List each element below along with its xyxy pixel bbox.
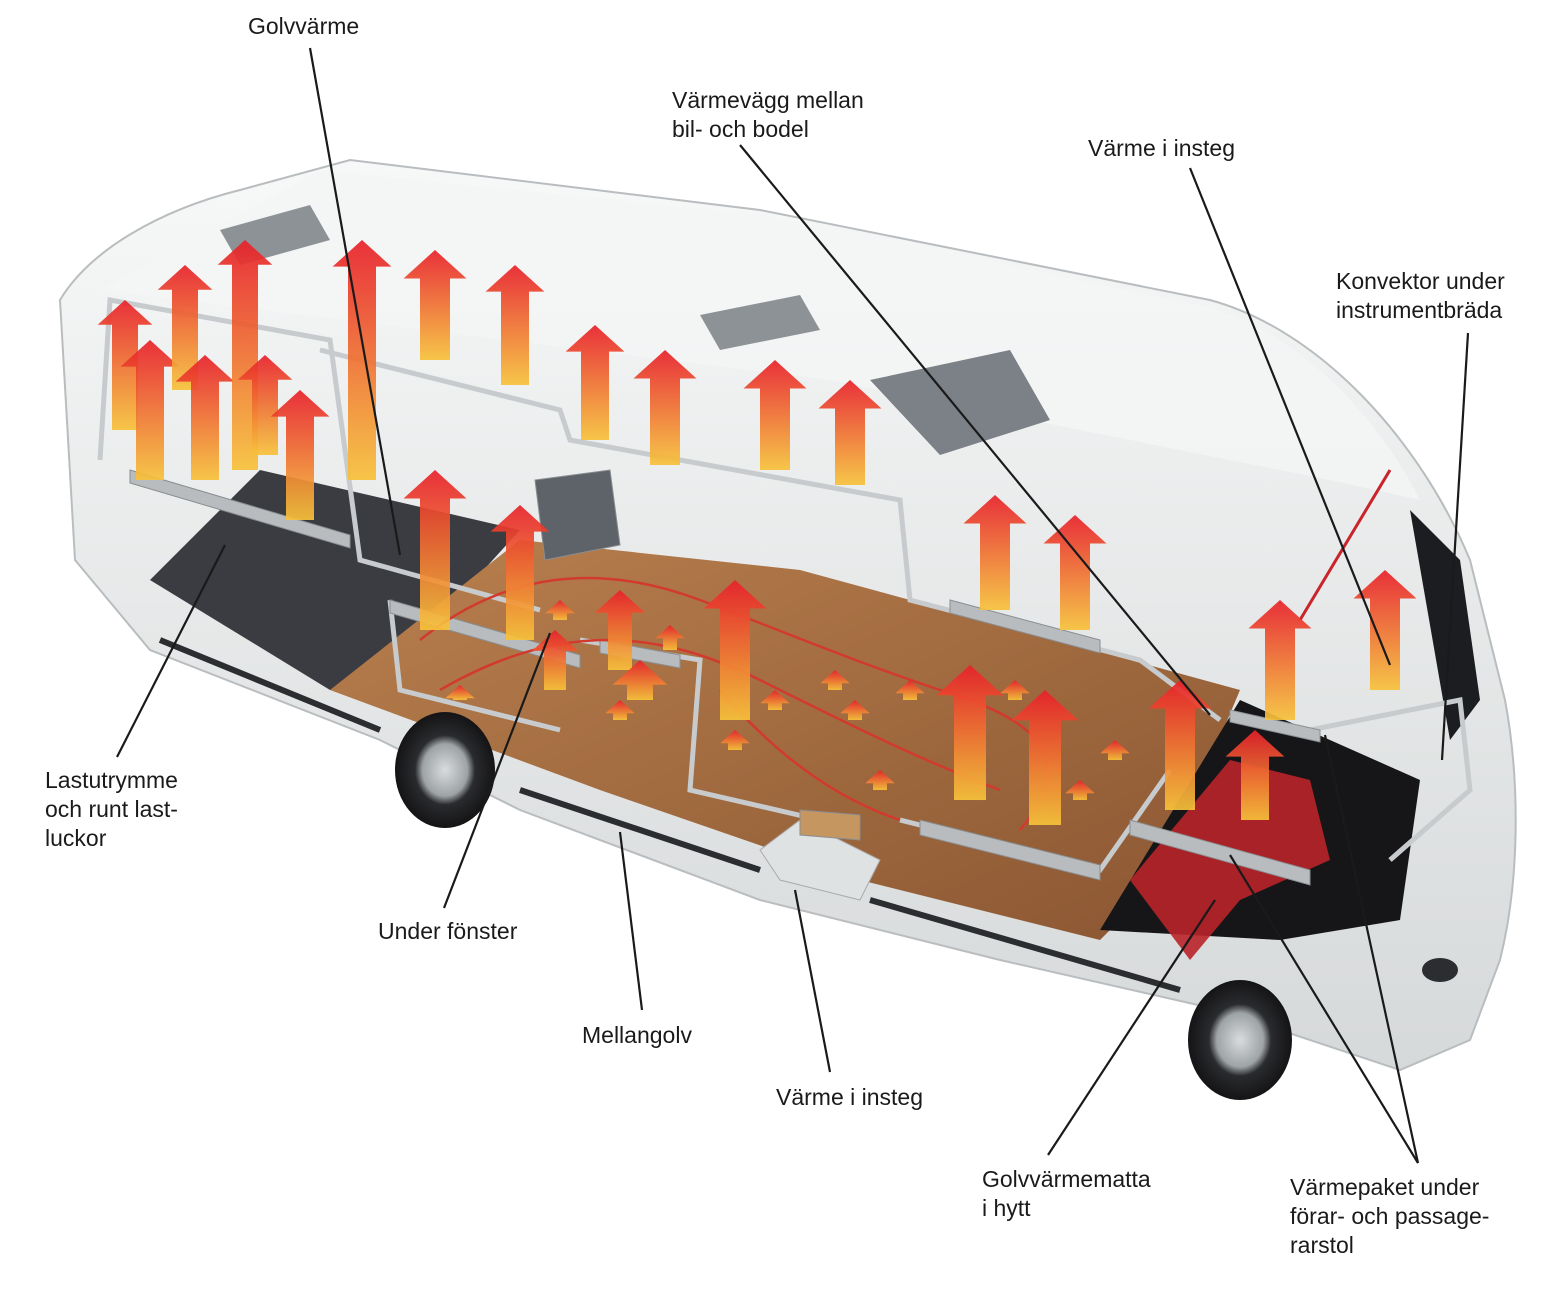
label-under-fonster: Under fönster <box>378 918 518 944</box>
label-lastutrymme: Lastutrymme och runt last- luckor <box>45 767 178 851</box>
heat-arrow-23 <box>936 665 1004 800</box>
heat-arrow-22 <box>1043 515 1107 630</box>
heat-arrow-16 <box>490 505 550 640</box>
windshield <box>1410 510 1480 740</box>
label-varmepaket: Värmepaket under förar- och passage- rar… <box>1290 1174 1490 1258</box>
heat-arrow-36 <box>840 700 870 720</box>
heat-arrow-27 <box>1225 730 1285 820</box>
heat-arrow-7 <box>270 390 330 520</box>
roof-hatch-middle <box>700 295 820 350</box>
label-golvvarme: Golvvärme <box>248 13 360 39</box>
heat-arrow-40 <box>1065 780 1095 800</box>
floor-outlet <box>799 809 861 841</box>
heat-arrow-25 <box>1148 680 1212 810</box>
leader-varmepaket-a <box>1229 854 1419 1164</box>
roof-hatch-front <box>870 350 1050 455</box>
heat-arrow-19 <box>612 660 668 700</box>
heat-arrow-2 <box>120 340 180 480</box>
leader-under-fonster <box>442 632 552 909</box>
heat-arrow-24 <box>1011 690 1079 825</box>
heat-arrow-21 <box>963 495 1027 610</box>
heat-arrow-12 <box>633 350 697 465</box>
step-well <box>759 819 881 901</box>
label-varmevagg: Värmevägg mellan bil- och bodel <box>672 87 864 142</box>
heat-arrow-41 <box>1100 740 1130 760</box>
heat-arrows <box>97 240 1417 825</box>
heat-arrow-17 <box>531 630 579 690</box>
heat-arrow-29 <box>445 685 475 700</box>
heat-arrow-4 <box>175 355 235 480</box>
leader-lastutrymme <box>116 544 226 758</box>
heat-arrow-33 <box>720 730 750 750</box>
heat-arrow-5 <box>217 240 273 470</box>
headlight <box>1422 958 1458 982</box>
heat-arrow-39 <box>1000 680 1030 700</box>
leader-varmepaket-b <box>1323 734 1420 1164</box>
heat-arrow-14 <box>818 380 882 485</box>
leader-golvvarmematta <box>1047 899 1216 1156</box>
heat-arrow-15 <box>403 470 467 630</box>
wheel-front <box>1188 980 1292 1100</box>
heat-arrow-30 <box>545 600 575 620</box>
heat-arrow-34 <box>760 690 790 710</box>
label-konvektor: Konvektor under instrumentbräda <box>1336 268 1505 323</box>
motorhome-body <box>58 158 1517 1072</box>
heat-arrow-13 <box>743 360 807 470</box>
wheel-rear <box>395 712 495 828</box>
heat-arrow-28 <box>1353 570 1417 690</box>
leader-mellangolv <box>618 831 644 1011</box>
leader-varme-i-insteg-top <box>1188 167 1392 666</box>
heat-arrow-37 <box>865 770 895 790</box>
heat-arrow-38 <box>895 680 925 700</box>
heater-unit <box>534 469 621 561</box>
label-leader-lines <box>116 47 1470 1164</box>
heat-arrow-8 <box>332 240 392 480</box>
label-varme-i-insteg-top: Värme i insteg <box>1088 135 1236 161</box>
leader-varme-i-insteg-bottom <box>793 889 832 1073</box>
label-golvvarmematta: Golvvärmematta i hytt <box>982 1166 1151 1221</box>
heat-arrow-18 <box>594 590 646 670</box>
heat-arrow-32 <box>655 625 685 650</box>
label-mellangolv: Mellangolv <box>582 1022 692 1048</box>
heat-arrow-10 <box>485 265 545 385</box>
heat-arrow-31 <box>605 700 635 720</box>
leader-varmevagg <box>739 144 1211 716</box>
heat-arrow-35 <box>820 670 850 690</box>
heat-arrow-26 <box>1248 600 1312 720</box>
heat-arrow-11 <box>565 325 625 440</box>
heat-arrow-6 <box>237 355 293 455</box>
wheels <box>395 712 1292 1100</box>
heat-arrow-3 <box>157 265 213 390</box>
heat-arrow-20 <box>703 580 767 720</box>
leader-konvektor <box>1440 332 1470 761</box>
label-varme-i-insteg-bottom: Värme i insteg <box>776 1084 924 1110</box>
leader-golvvarme <box>308 47 402 556</box>
heat-arrow-9 <box>403 250 467 360</box>
